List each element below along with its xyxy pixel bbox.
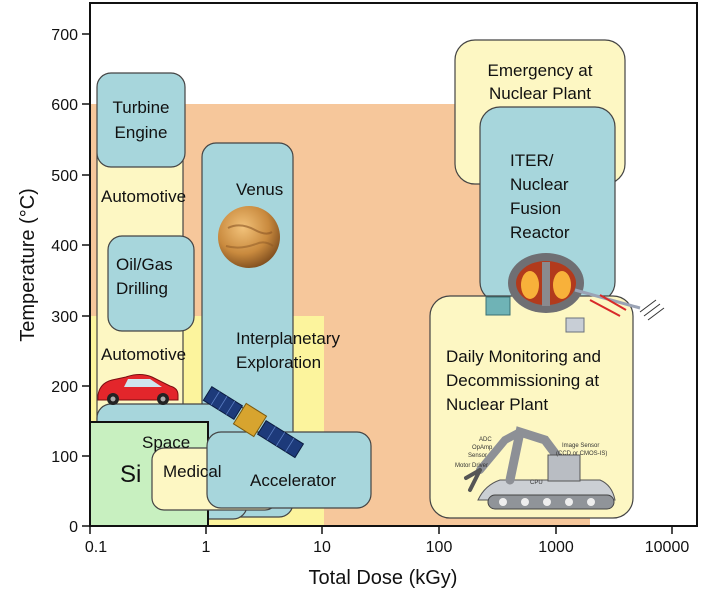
y-tick-label: 500 xyxy=(51,168,78,185)
robot-label-sensor: Sensor xyxy=(468,453,487,459)
si-label: Si xyxy=(120,461,141,488)
turbine-engine-region xyxy=(96,72,186,168)
robot-label-adc: ADC xyxy=(479,437,492,443)
emergency-label-line2: Nuclear Plant xyxy=(489,84,591,103)
robot-label-cpu: CPU xyxy=(530,480,543,486)
robot-label-motor-driver: Motor Driver xyxy=(455,463,488,469)
x-axis: 0.1 1 10 100 1000 10000 xyxy=(85,526,689,556)
tokamak-reactor-icon xyxy=(485,253,665,333)
accelerator-region xyxy=(206,431,372,509)
automotive-high-label: Automotive xyxy=(101,187,186,206)
daily-label-line2: Decommissioning at xyxy=(446,371,599,390)
y-tick-label: 600 xyxy=(51,97,78,114)
robot-label-opamp: OpAmp xyxy=(472,445,493,451)
robot-arm-icon xyxy=(464,426,616,510)
iter-label-line1: ITER/ xyxy=(510,151,554,170)
oil-gas-label-line1: Oil/Gas xyxy=(116,255,173,274)
iter-label-line3: Fusion xyxy=(510,199,561,218)
x-tick-label: 1 xyxy=(202,539,211,556)
x-tick-label: 1000 xyxy=(538,539,574,556)
medical-label: Medical xyxy=(163,462,222,481)
y-tick-label: 300 xyxy=(51,309,78,326)
y-tick-label: 400 xyxy=(51,238,78,255)
x-axis-title: Total Dose (kGy) xyxy=(309,567,458,589)
y-axis-title: Temperature (°C) xyxy=(17,188,39,342)
daily-label-line1: Daily Monitoring and xyxy=(446,347,601,366)
x-tick-label: 10 xyxy=(313,539,331,556)
car-icon xyxy=(97,374,179,405)
accelerator-label: Accelerator xyxy=(250,471,336,490)
x-tick-label: 0.1 xyxy=(85,539,107,556)
emergency-label-line1: Emergency at xyxy=(488,61,593,80)
turbine-label-line1: Turbine xyxy=(112,98,169,117)
y-tick-label: 200 xyxy=(51,379,78,396)
turbine-label-line2: Engine xyxy=(115,123,168,142)
automotive-low-label: Automotive xyxy=(101,345,186,364)
interplanetary-label-line1: Interplanetary xyxy=(236,329,340,348)
y-tick-label: 100 xyxy=(51,449,78,466)
oil-gas-drilling-region xyxy=(107,235,195,332)
venus-planet-icon xyxy=(218,206,280,268)
x-tick-label: 10000 xyxy=(645,539,690,556)
oil-gas-label-line2: Drilling xyxy=(116,279,168,298)
plot-frame xyxy=(89,2,698,527)
y-tick-label: 700 xyxy=(51,27,78,44)
y-axis: 0 100 200 300 400 500 600 700 xyxy=(51,27,90,536)
iter-label-line4: Reactor xyxy=(510,223,570,242)
daily-label-line3: Nuclear Plant xyxy=(446,395,548,414)
space-label: Space xyxy=(142,433,190,452)
robot-label-ccd-cmos: (CCD or CMOS-IS) xyxy=(556,451,607,457)
interplanetary-label-line2: Exploration xyxy=(236,353,321,372)
robot-label-image-sensor: Image Sensor xyxy=(562,443,599,449)
satellite-icon xyxy=(202,386,305,459)
y-tick-label: 0 xyxy=(69,519,78,536)
iter-label-line2: Nuclear xyxy=(510,175,569,194)
venus-label: Venus xyxy=(236,180,283,199)
x-tick-label: 100 xyxy=(426,539,453,556)
